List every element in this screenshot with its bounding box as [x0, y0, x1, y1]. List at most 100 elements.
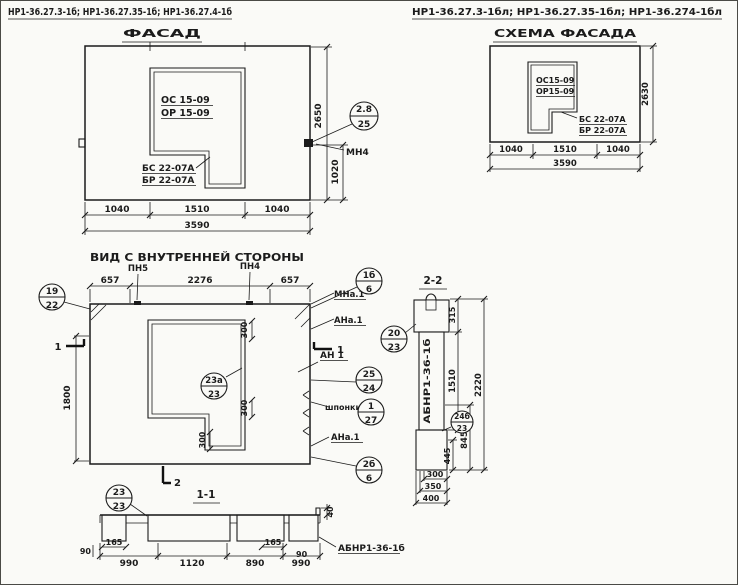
dimension-ticks: [72, 282, 314, 465]
inner-view-title: ВИД С ВНУТРЕННЕЙ СТОРОНЫ: [90, 251, 304, 264]
dim-90-left: 90: [80, 547, 92, 556]
dim-2220: 2220: [474, 373, 484, 397]
window-opening-outer: [149, 67, 246, 189]
embedded-plate-mark: [134, 301, 141, 305]
opening-label-br: БР 22-07А: [142, 176, 194, 186]
underlines: [193, 502, 400, 554]
facade-title: ФАСАД: [123, 27, 201, 40]
callout-bottom: 23: [208, 390, 220, 400]
dim-845: 845: [460, 431, 470, 449]
dim-657-right: 657: [281, 276, 300, 286]
dim-315: 315: [448, 306, 457, 323]
leader-line: [195, 156, 211, 169]
cut-mark-1-right: [312, 342, 332, 351]
corner-hatch: [90, 303, 311, 328]
callout-top: 24б: [454, 412, 470, 421]
drawing-headers: НР1-36.27.3-1б; НР1-36.27.35-1б; НР1-36.…: [8, 7, 722, 20]
lifting-loop: [425, 293, 437, 301]
plate-leaders: [136, 271, 251, 301]
rib-block: [288, 514, 319, 542]
section-stem: [418, 331, 445, 431]
callout-top: 1: [368, 402, 374, 412]
leader-line: [129, 503, 148, 517]
dimension-ticks: [96, 504, 331, 560]
section-title: 1-1: [197, 489, 216, 501]
rib-block: [236, 514, 285, 542]
scheme-panel-outline: [489, 45, 641, 143]
scheme-label-br: БР 22-07А: [579, 126, 626, 135]
label-mna1: МНа.1: [334, 290, 365, 300]
callout-bottom: 27: [365, 416, 378, 426]
dim-1040-right: 1040: [606, 145, 630, 155]
dim-165-right: 165: [265, 538, 282, 547]
dim-165-left: 165: [106, 538, 123, 547]
dim-300-bottom: 300: [198, 431, 207, 448]
callout-top: 2б: [363, 459, 376, 470]
dimension-ticks: [81, 43, 347, 235]
dimension-lines: [92, 504, 331, 560]
leader-line: [63, 301, 91, 310]
plate-label-pn5: ПН5: [128, 264, 148, 274]
leader-line: [318, 536, 337, 548]
leader-line: [560, 111, 578, 119]
label-shponki: шпонки: [325, 403, 361, 412]
dim-3590: 3590: [184, 221, 209, 231]
callout-bottom: 25: [358, 120, 371, 130]
dim-657-left: 657: [101, 276, 120, 286]
facade-scheme: СХЕМА ФАСАДА ОС15-09 ОР15-09 БС 22-07А Б…: [486, 28, 657, 173]
label-an1: АН 1: [320, 351, 344, 361]
callout-bottom: 23: [388, 343, 401, 353]
dimension-ticks: [486, 42, 657, 173]
callout-top: 23а: [205, 376, 223, 386]
callout-top: 19: [46, 287, 59, 297]
dim-3590: 3590: [553, 159, 577, 169]
section-2-2: 2-2 АБНР1-36-1б 20 23 315 1510 2220 845 …: [380, 275, 488, 507]
edge-notch-left: [78, 138, 86, 148]
opening-label-bs: БС 22-07А: [142, 164, 194, 174]
dim-990-a: 990: [120, 559, 139, 569]
callout-top: 23: [113, 488, 126, 498]
dim-1510: 1510: [184, 205, 209, 215]
section-title: 2-2: [424, 275, 443, 287]
panel-marks-right: НР1-36.27.3-1бл; НР1-36.27.35-1бл; НР1-3…: [412, 7, 722, 18]
dim-1020: 1020: [331, 159, 341, 184]
callout-top: 25: [363, 370, 376, 380]
callout-top: 1б: [363, 270, 376, 281]
dimension-lines: [489, 45, 657, 172]
rib-block: [101, 514, 127, 542]
anchor-mark-right: [304, 139, 313, 147]
scheme-label-bs: БС 22-07А: [579, 115, 626, 124]
dim-1510: 1510: [448, 369, 458, 393]
dim-2630: 2630: [641, 82, 651, 106]
anchor-label-mn4: МН4: [346, 148, 369, 158]
cut-label-1-right: 1: [337, 345, 344, 356]
underlines: [122, 41, 213, 186]
callout-bottom: 22: [46, 301, 59, 311]
underlines: [493, 41, 637, 136]
dim-890: 890: [246, 559, 265, 569]
leader-line: [441, 426, 452, 432]
scheme-label-or: ОР15-09: [536, 87, 575, 96]
shear-key-notches: [302, 390, 310, 436]
inner-opening-outer: [147, 319, 246, 451]
scheme-title: СХЕМА ФАСАДА: [494, 28, 637, 40]
dim-40: 40: [326, 506, 335, 518]
callout-bottom: 6: [366, 474, 372, 484]
dim-1510: 1510: [553, 145, 577, 155]
dim-990-b: 990: [292, 559, 311, 569]
window-opening-inner: [153, 71, 242, 185]
label-ana1-low: АНа.1: [331, 433, 360, 443]
dim-400: 400: [423, 494, 440, 503]
dim-300-mid: 300: [240, 399, 249, 416]
axis-ticks: [149, 42, 246, 51]
leader-lines: [311, 123, 353, 151]
section-panel-mark: АБНР1-36-1б: [422, 338, 433, 423]
section-bottom-block: [415, 429, 448, 471]
slab-bottom-line: [99, 508, 321, 524]
leader-line: [404, 323, 417, 334]
inner-opening-inner: [151, 323, 242, 447]
dimension-ticks: [412, 295, 488, 507]
callout-top: 2.8: [356, 105, 372, 115]
dim-445: 445: [443, 447, 452, 464]
